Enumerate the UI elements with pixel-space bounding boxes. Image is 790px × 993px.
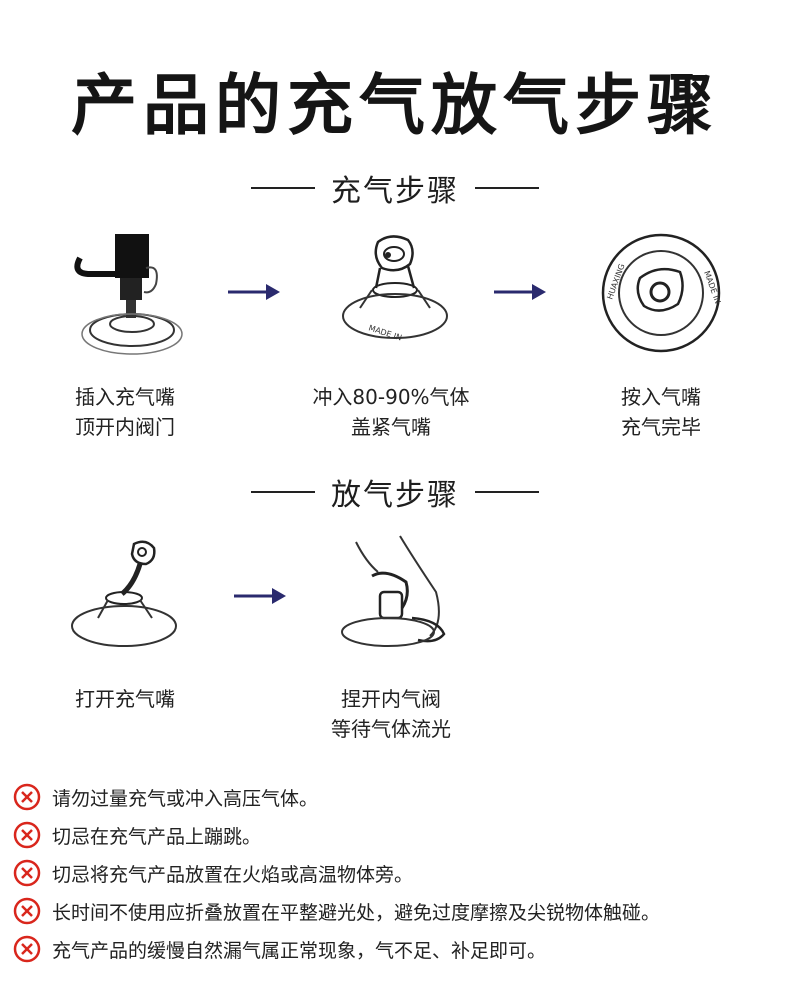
warning-text: 请勿过量充气或冲入高压气体。 xyxy=(52,787,319,810)
deflate-step-2: 捏开内气阀 等待气体流光 xyxy=(296,532,486,744)
heading-rule-right xyxy=(475,491,539,493)
heading-rule-right xyxy=(475,187,539,189)
ring-label: MADE IN xyxy=(367,323,403,342)
pump-nozzle-icon xyxy=(74,234,183,355)
prohibited-icon xyxy=(13,821,41,849)
deflate-step-1: 打开充气嘴 xyxy=(30,532,220,714)
warning-item: 切忌在充气产品上蹦跳。 xyxy=(12,816,782,854)
open-valve-icon xyxy=(71,540,177,647)
arrow-right-icon xyxy=(494,284,546,300)
inflate-step-1: 插入充气嘴 顶开内阀门 xyxy=(30,228,220,442)
warning-item: 长时间不使用应折叠放置在平整避光处，避免过度摩擦及尖锐物体触碰。 xyxy=(12,892,782,930)
warning-list: 请勿过量充气或冲入高压气体。 切忌在充气产品上蹦跳。 切忌将充气产品放置在火焰或… xyxy=(12,778,782,968)
warning-text: 切忌在充气产品上蹦跳。 xyxy=(52,825,262,848)
warning-item: 充气产品的缓慢自然漏气属正常现象，气不足、补足即可。 xyxy=(12,930,782,968)
heading-rule-left xyxy=(251,491,315,493)
prohibited-icon xyxy=(13,897,41,925)
page-title: 产品的充气放气步骤 xyxy=(71,67,719,144)
inflate-step-3: HUAXING MADE IN 按入气嘴 充气完毕 xyxy=(566,228,756,442)
inflate-step-2: MADE IN 冲入80-90%气体 盖紧气嘴 xyxy=(296,228,486,442)
warning-text: 切忌将充气产品放置在火焰或高温物体旁。 xyxy=(52,863,414,886)
warning-text: 充气产品的缓慢自然漏气属正常现象，气不足、补足即可。 xyxy=(52,939,547,962)
step-caption: 冲入80-90%气体 盖紧气嘴 xyxy=(312,385,470,439)
inflate-heading-text: 充气步骤 xyxy=(331,174,459,209)
pressed-valve-icon: HUAXING MADE IN xyxy=(601,233,722,353)
arrow-right-icon xyxy=(228,284,280,300)
warning-text: 长时间不使用应折叠放置在平整避光处，避免过度摩擦及尖锐物体触碰。 xyxy=(52,901,661,924)
step-caption: 插入充气嘴 顶开内阀门 xyxy=(75,385,175,439)
warning-item: 切忌将充气产品放置在火焰或高温物体旁。 xyxy=(12,854,782,892)
prohibited-icon xyxy=(13,935,41,963)
deflate-section-heading: 放气步骤 xyxy=(0,470,790,514)
valve-cap-icon: MADE IN xyxy=(342,235,448,343)
step-caption: 捏开内气阀 等待气体流光 xyxy=(331,687,451,741)
heading-rule-left xyxy=(251,187,315,189)
step-caption: 打开充气嘴 xyxy=(75,687,175,711)
prohibited-icon xyxy=(13,783,41,811)
deflate-heading-text: 放气步骤 xyxy=(331,478,459,513)
step-caption: 按入气嘴 充气完毕 xyxy=(621,385,701,439)
pinch-valve-icon xyxy=(341,535,446,647)
prohibited-icon xyxy=(13,859,41,887)
inflate-section-heading: 充气步骤 xyxy=(0,166,790,210)
arrow-right-icon xyxy=(234,588,286,604)
warning-item: 请勿过量充气或冲入高压气体。 xyxy=(12,778,782,816)
